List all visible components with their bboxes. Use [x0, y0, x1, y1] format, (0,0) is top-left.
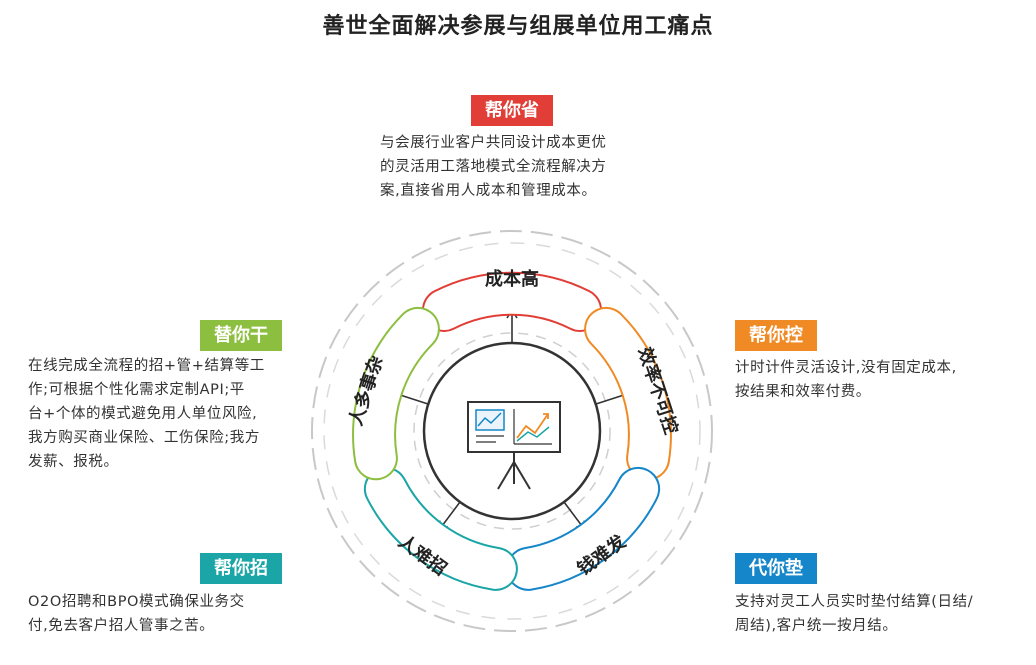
petal-cost: [422, 271, 602, 332]
tag-save: 帮你省: [471, 95, 553, 126]
page-title: 善世全面解决参展与组展单位用工痛点: [322, 14, 714, 39]
petal-efficiency: [584, 306, 672, 481]
desc-advance-line: 周结),客户统一按月结。: [735, 618, 898, 634]
desc-work-line: 发薪、报税。: [28, 454, 119, 470]
petal-cost-label: 成本高: [485, 268, 539, 290]
middle-dashed-ring: [413, 332, 611, 530]
tag-work: 替你干: [200, 320, 282, 351]
desc-advance: 支持对灵工人员实时垫付结算(日结/ 周结),客户统一按月结。: [735, 590, 1030, 638]
desc-work-line: 作;可根据个性化需求定制API;平: [28, 382, 245, 398]
desc-save-line: 与会展行业客户共同设计成本更优: [380, 135, 607, 151]
desc-save-line: 的灵活用工落地模式全流程解决方: [380, 159, 607, 175]
desc-recruit: O2O招聘和BPO模式确保业务交 付,免去客户招人管事之苦。: [28, 590, 293, 638]
petal-hire: [363, 466, 518, 591]
desc-control: 计时计件灵活设计,没有固定成本, 按结果和效率付费。: [735, 356, 1025, 404]
inner-dashed-ring: [323, 242, 701, 620]
desc-advance-line: 支持对灵工人员实时垫付结算(日结/: [735, 594, 974, 610]
desc-control-line: 计时计件灵活设计,没有固定成本,: [735, 360, 957, 376]
tag-advance: 代你垫: [735, 553, 817, 584]
outer-dashed-ring: [311, 230, 713, 632]
desc-recruit-line: O2O招聘和BPO模式确保业务交: [28, 594, 245, 610]
desc-work-line: 台+个体的模式避免用人单位风险,: [28, 406, 258, 422]
desc-work: 在线完成全流程的招+管+结算等工 作;可根据个性化需求定制API;平 台+个体的…: [28, 354, 298, 474]
desc-work-line: 在线完成全流程的招+管+结算等工: [28, 358, 265, 374]
tag-recruit: 帮你招: [200, 553, 282, 584]
desc-work-line: 我方购买商业保险、工伤保险;我方: [28, 430, 260, 446]
tag-control: 帮你控: [735, 320, 817, 351]
desc-save-line: 案,直接省用人成本和管理成本。: [380, 183, 597, 199]
desc-save: 与会展行业客户共同设计成本更优 的灵活用工落地模式全流程解决方 案,直接省用人成…: [380, 131, 660, 203]
desc-recruit-line: 付,免去客户招人管事之苦。: [28, 618, 215, 634]
petal-tasks: [352, 306, 440, 481]
presentation-board-chart-icon: [467, 401, 561, 490]
desc-control-line: 按结果和效率付费。: [735, 384, 871, 400]
petal-money: [506, 466, 661, 591]
